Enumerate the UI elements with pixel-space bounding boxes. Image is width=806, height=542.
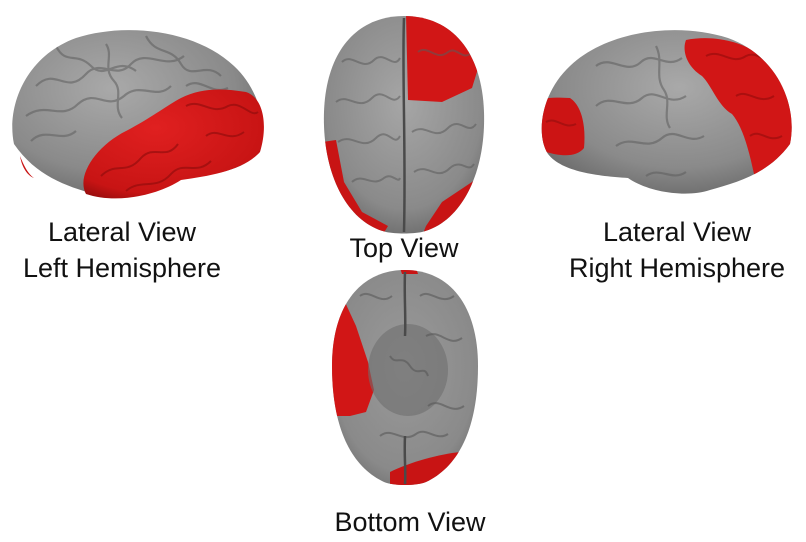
caption-line-2: Right Hemisphere bbox=[568, 253, 786, 283]
brainstem-shadow bbox=[368, 324, 448, 416]
highlighted-frontal-pole-region bbox=[541, 97, 585, 156]
caption-left-lateral: Lateral View Left Hemisphere bbox=[0, 214, 244, 286]
highlighted-occipital-parietal-region bbox=[684, 38, 792, 184]
caption-line-1: Lateral View bbox=[602, 217, 752, 247]
caption-line-1: Top View bbox=[349, 233, 459, 263]
caption-top: Top View bbox=[314, 230, 494, 266]
brain-top-view bbox=[323, 16, 485, 234]
caption-bottom: Bottom View bbox=[310, 504, 510, 540]
caption-line-1: Lateral View bbox=[47, 217, 197, 247]
highlighted-temporal-region bbox=[83, 89, 264, 199]
brain-left-lateral-view bbox=[12, 30, 264, 199]
longitudinal-fissure bbox=[402, 17, 406, 233]
caption-line-2: Left Hemisphere bbox=[22, 253, 222, 283]
caption-right-lateral: Lateral View Right Hemisphere bbox=[550, 214, 804, 286]
highlighted-frontal-tip bbox=[400, 270, 418, 274]
caption-line-1: Bottom View bbox=[334, 507, 486, 537]
brain-bottom-view bbox=[332, 270, 478, 485]
brain-right-lateral-view bbox=[541, 30, 792, 194]
highlighted-left-temporal-region bbox=[332, 300, 374, 416]
longitudinal-fissure bbox=[403, 271, 407, 485]
highlighted-right-frontal-region bbox=[406, 16, 480, 102]
